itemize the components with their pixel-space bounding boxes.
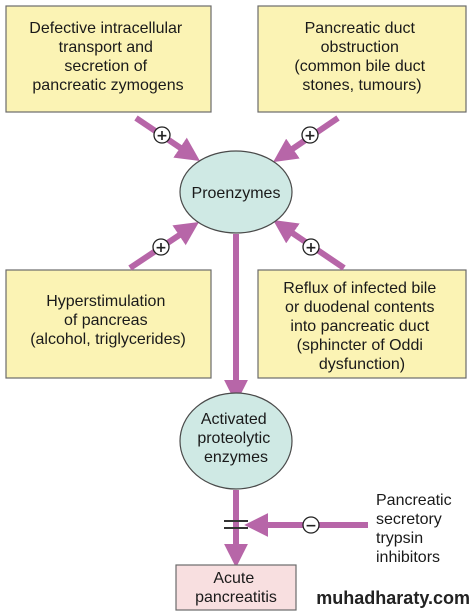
box-line: dysfunction) [319, 356, 405, 373]
svg-text:Acute pancreatitis: Acute pancreatitis [195, 570, 277, 606]
svg-text:Hyperstimulation of panc: Hyperstimulation of pancreas (alcohol, t… [30, 293, 186, 348]
cause-box-reflux: Reflux of infected bile or duodenal cont… [257, 269, 467, 379]
box-line: of pancreas [64, 312, 148, 329]
outcome-line: Acute [213, 570, 254, 587]
outcome-line: pancreatitis [195, 589, 277, 606]
box-line: Defective intracellular [29, 20, 183, 37]
cause-box-hyperstimulation: Hyperstimulation of pancreas (alcohol, t… [5, 269, 212, 379]
activated-label-line: enzymes [204, 449, 268, 466]
svg-text:+: + [304, 128, 316, 144]
svg-text:+: + [155, 240, 167, 256]
box-line: obstruction [321, 39, 399, 56]
box-line: Hyperstimulation [46, 293, 165, 310]
svg-text:Defective intracellular: Defective intracellular transport and se… [29, 20, 186, 94]
inhibitor-line: secretory [376, 511, 442, 528]
plus-sign-top-left: + [153, 126, 171, 144]
svg-text:+: + [305, 240, 317, 256]
cause-box-duct-obstruction: Pancreatic duct obstruction (common bile… [257, 5, 467, 113]
plus-sign-mid-left: + [152, 238, 170, 256]
svg-text:Reflux of infected bile: Reflux of infected bile or duodenal cont… [283, 280, 440, 373]
proenzymes-label: Proenzymes [192, 185, 281, 202]
plus-sign-mid-right: + [302, 238, 320, 256]
inhibitor-label: Pancreatic secretory trypsin inhibitors [376, 492, 456, 566]
box-line: transport and [59, 39, 153, 56]
svg-text:+: + [156, 128, 168, 144]
cause-box-defective-transport: Defective intracellular transport and se… [5, 5, 212, 113]
box-line: Pancreatic duct [305, 20, 416, 37]
activated-enzymes-node: Activated proteolytic enzymes [179, 392, 293, 490]
activated-label-line: Activated [201, 411, 267, 428]
box-line: stones, tumours) [302, 77, 421, 94]
plus-sign-top-right: + [301, 126, 319, 144]
box-line: into pancreatic duct [290, 318, 429, 335]
proenzymes-node: Proenzymes [179, 150, 293, 234]
box-line: (sphincter of Oddi [297, 337, 423, 354]
svg-text:Pancreatic duct obstruct: Pancreatic duct obstruction (common bile… [294, 20, 429, 94]
minus-sign-inhibitor: − [302, 516, 320, 534]
box-line: secretion of [64, 58, 147, 75]
box-line: (common bile duct [294, 58, 425, 75]
activated-label-line: proteolytic [197, 430, 270, 447]
svg-text:−: − [305, 518, 317, 534]
inhibitor-line: trypsin [376, 530, 423, 547]
box-line: (alcohol, triglycerides) [30, 331, 186, 348]
svg-text:Activated proteolytic: Activated proteolytic enzymes [197, 411, 274, 466]
box-line: pancreatic zymogens [32, 77, 183, 94]
outcome-acute-pancreatitis: Acute pancreatitis [175, 564, 297, 611]
box-line: Reflux of infected bile [283, 280, 436, 297]
watermark-text: muhadharaty.com [316, 588, 470, 608]
box-line: or duodenal contents [285, 299, 434, 316]
inhibitor-line: inhibitors [376, 549, 440, 566]
inhibitor-line: Pancreatic [376, 492, 452, 509]
